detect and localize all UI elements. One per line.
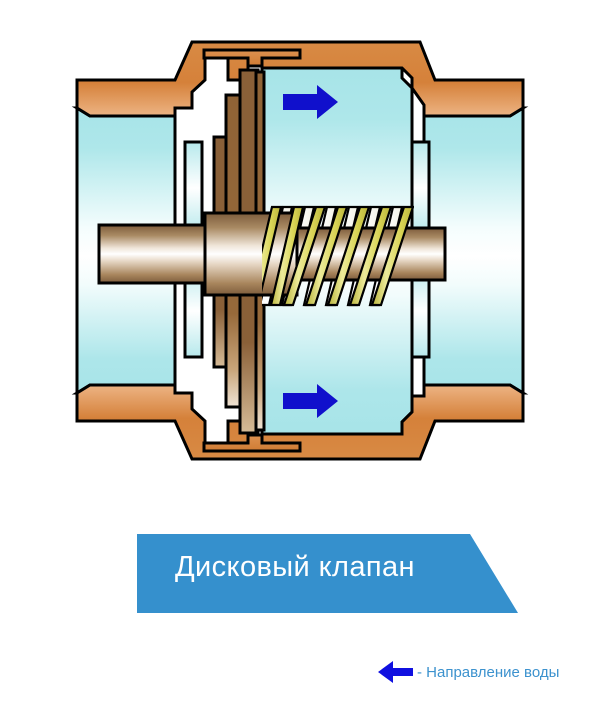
- annular-passage-right: [410, 140, 431, 359]
- valve-body-bottom-recess: [202, 433, 302, 453]
- valve-body-bottom: [75, 383, 525, 461]
- flow-arrow-top: [283, 85, 338, 119]
- valve-body-top: [75, 40, 525, 118]
- compression-spring-front: [262, 205, 414, 307]
- title-banner: [137, 534, 518, 613]
- legend-label: - Направление воды: [417, 664, 560, 681]
- legend-arrow-left-icon: [378, 661, 413, 683]
- valve-body-top-recess: [202, 48, 302, 68]
- flow-arrow-bottom: [283, 384, 338, 418]
